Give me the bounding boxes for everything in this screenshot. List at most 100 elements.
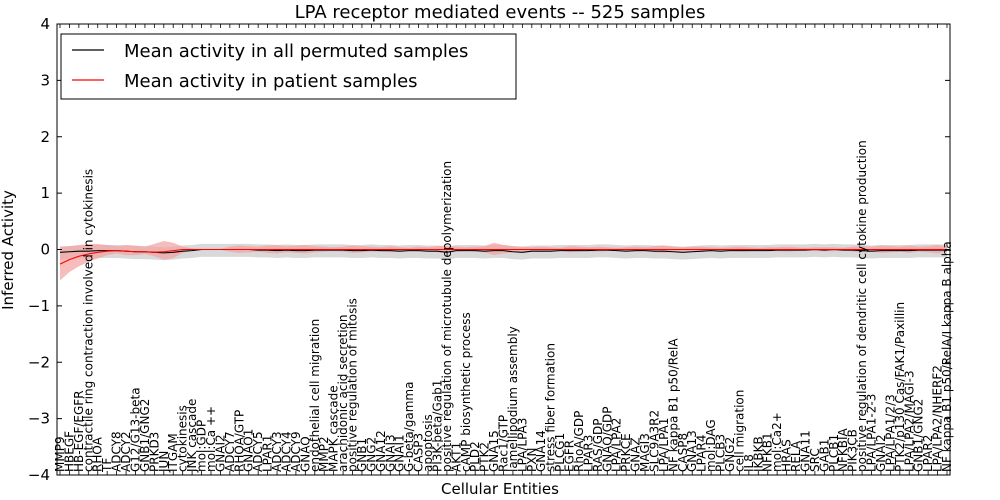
x-tick-label: mol:DAG	[704, 419, 718, 472]
x-tick-label: LPAR3	[581, 435, 595, 472]
x-tick-label: HB-EGF/EGFR	[72, 390, 86, 472]
x-tick-label: Rac1/GTP	[497, 415, 511, 472]
x-tick-label: MMP2	[317, 436, 331, 472]
x-tick-label: TF	[100, 458, 114, 473]
x-tick-label: ADCY4	[279, 431, 293, 472]
x-tick-label: mol:GDP	[195, 420, 209, 472]
x-tick-label: ADCY5	[251, 431, 265, 472]
x-tick-label: cytokinesis	[176, 405, 190, 472]
x-tick-label: ADCY9	[289, 431, 303, 472]
x-tick-label: positive regulation of microtubule depol…	[440, 161, 454, 472]
y-tick-label: −1	[28, 297, 50, 315]
x-tick-label: PI3K-beta/Gab1	[430, 380, 444, 472]
x-tick-label: MAPK cascade	[327, 385, 341, 472]
y-axis-label: Inferred Activity	[0, 190, 17, 310]
x-tick-label: GNA13	[685, 430, 699, 472]
x-tick-label: mol:Ca2+	[770, 412, 784, 472]
x-tick-label: MMP9	[53, 436, 67, 472]
chart-title: LPA receptor mediated events -- 525 samp…	[295, 2, 706, 23]
x-axis-label: Cellular Entities	[441, 480, 559, 498]
x-tick-label: GNB1/GNG2	[912, 399, 926, 472]
x-tick-label: LPA/LPA1	[657, 418, 671, 472]
y-tick-label: 0	[40, 241, 50, 259]
x-tick-label: positive regulation of mitosis	[346, 298, 360, 472]
x-tick-label: LPA/LPA1/2/3	[883, 394, 897, 472]
x-tick-label: PLCG1	[553, 433, 567, 472]
x-tick-label: mol:Ca ++	[204, 406, 218, 472]
legend-label-patient: Mean activity in patient samples	[124, 71, 418, 92]
patient-mean-line	[59, 248, 947, 265]
x-tick-label: ADCY3	[270, 431, 284, 472]
x-tick-label: SRC	[808, 448, 822, 472]
x-tick-label: GNAQ/GDP	[600, 406, 614, 472]
x-tick-label: CASP8	[676, 433, 690, 472]
x-tick-label: GNB1	[355, 438, 369, 472]
x-tick-label: EGFR	[563, 440, 577, 472]
x-tick-label: GNA15	[487, 430, 501, 472]
x-tick-label: ADCY8	[110, 431, 124, 472]
x-tick-label: GNG2	[723, 437, 737, 472]
x-tick-label: PLCB1	[827, 434, 841, 472]
x-tick-label: LPA/LPA2	[610, 418, 624, 472]
x-tick-label: GNAO1	[242, 429, 256, 472]
x-tick-label: JUN	[157, 451, 171, 473]
x-tick-label: positive regulation of dendritic cell cy…	[855, 140, 869, 472]
x-tick-label: LPAR4	[695, 435, 709, 472]
x-tick-label: apoptosis	[421, 414, 435, 472]
x-tick-label: lamellipodium assembly	[506, 326, 520, 472]
x-tick-label: IKBKB	[751, 436, 765, 472]
y-tick-label: 2	[40, 128, 50, 146]
x-tick-label: LPAR1	[261, 435, 275, 472]
y-tick-label: −4	[28, 466, 50, 484]
x-tick-label: NFKBIA	[836, 427, 850, 472]
x-tick-label: contractile ring contraction involved in…	[81, 169, 95, 472]
x-tick-label: NF kappa B1 p50/RelA	[666, 338, 680, 472]
x-tick-label: RELA	[789, 440, 803, 472]
x-tick-label: IL8	[742, 454, 756, 472]
x-tick-label: HRAS	[780, 439, 794, 472]
y-tick-label: 4	[40, 15, 50, 33]
x-tick-label: HBEGF	[62, 431, 76, 472]
x-tick-label: PTK2/p130 Cas/FAK1/Paxillin	[893, 302, 907, 472]
x-tick-label: GNA11	[798, 430, 812, 472]
x-tick-label: LPA/LPA2/NHERF2	[931, 365, 945, 472]
x-tick-label: GAB1	[817, 439, 831, 472]
x-tick-label: CASP3	[412, 433, 426, 472]
x-tick-label: GNAI1	[393, 434, 407, 472]
x-tick-label: GNAZ	[629, 437, 643, 472]
x-tick-label: AKT1	[449, 442, 463, 472]
x-tick-label: GNA14	[534, 430, 548, 472]
plot-area	[59, 241, 947, 281]
x-tick-label: G12/G13-beta	[128, 387, 142, 472]
x-tick-label: RAS/GDP	[591, 419, 605, 473]
x-tick-label: GNG2	[364, 437, 378, 472]
x-tick-label: RHOA/GTP	[232, 410, 246, 472]
x-tick-label: LPA/LPA3	[515, 418, 529, 472]
x-tick-label: RHOA	[91, 436, 105, 472]
x-tick-label: PXN	[525, 448, 539, 472]
x-tick-label: LPA/LPA1-2-3	[865, 394, 879, 472]
x-tick-label: RhoA/GDP	[572, 411, 586, 472]
x-tick-label: PIK3CB	[846, 429, 860, 472]
x-tick-label: LPA/LPA2/MAGI-3	[902, 370, 916, 472]
legend-box	[60, 33, 517, 100]
x-tick-label: PLD2	[468, 441, 482, 472]
x-tick-label: ITGAM	[166, 433, 180, 472]
x-tick-label: cAMP biosynthetic process	[459, 312, 473, 472]
x-tick-label: GNAI2	[213, 434, 227, 472]
x-tick-label: PRKCE	[619, 433, 633, 472]
y-tick-label: −2	[28, 353, 50, 371]
x-tick-label: GNB1/GNG2	[138, 399, 152, 472]
y-tick-label: 1	[40, 184, 50, 202]
x-tick-label: endothelial cell migration	[308, 319, 322, 472]
x-tick-label: arachidonic acid secretion	[336, 315, 350, 472]
x-tick-label: ADCY7	[223, 431, 237, 472]
x-tick-label: JNK cascade	[185, 399, 199, 473]
x-tick-label: G-beta/gamma	[402, 382, 416, 472]
legend-label-permuted: Mean activity in all permuted samples	[124, 41, 468, 62]
x-tick-label: GNA12	[374, 430, 388, 472]
y-tick-label: 3	[40, 71, 50, 89]
x-tick-label: PLCB3	[714, 434, 728, 472]
y-tick-label: −3	[28, 410, 50, 428]
